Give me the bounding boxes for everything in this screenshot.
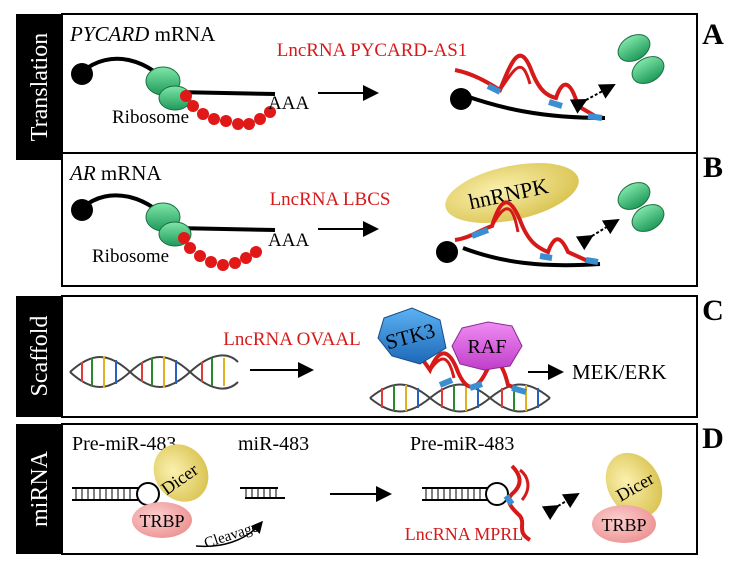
- cap-b2: [436, 241, 458, 263]
- peptide-chain-b: [178, 232, 262, 271]
- interaction-arrow-a: [569, 84, 616, 114]
- side-label-scaffold: Scaffold: [27, 316, 53, 397]
- cap-a: [71, 63, 93, 85]
- side-tab-scaffold: [16, 296, 62, 417]
- mrna-label-b: AR mRNA: [68, 161, 162, 185]
- peptide-chain-a: [180, 90, 276, 130]
- cap-a2: [450, 88, 472, 110]
- ribosome-b: [145, 202, 192, 247]
- dna-helix-c: [69, 354, 239, 390]
- panel-letter-b: B: [703, 151, 723, 184]
- side-label-mirna: miRNA: [27, 450, 53, 527]
- raf-label: RAF: [468, 336, 507, 358]
- dicer-protein-left: Dicer: [153, 444, 209, 502]
- trbp-protein-left: TRBP: [132, 502, 192, 538]
- lncrna-label-d: LncRNA MPRL: [405, 524, 524, 544]
- ribosome-label-b: Ribosome: [92, 246, 169, 267]
- stk3-protein: STK3: [377, 307, 447, 365]
- panel-d: miRNA D Pre-miR-483 miR-483 Pre-miR-483 …: [16, 422, 724, 555]
- mrna-strand-a2: [462, 93, 606, 120]
- ribosome-label-a: Ribosome: [112, 107, 189, 128]
- side-tab-mirna: [16, 424, 62, 554]
- interaction-arrow-d: [541, 492, 580, 521]
- ribosome-free-b: [617, 182, 665, 232]
- mrna-strand-b2: [462, 246, 601, 268]
- lncrna-d: [507, 464, 532, 542]
- dicer-protein-right: Dicer: [605, 452, 663, 518]
- ribosome-free-a: [617, 34, 665, 84]
- panel-letter-c: C: [702, 294, 724, 327]
- side-label-translation: Translation: [27, 33, 53, 141]
- panel-letter-d: D: [702, 422, 724, 455]
- pre-mir-hairpin-left: [72, 482, 160, 506]
- mir-label: miR-483: [238, 433, 309, 455]
- hnrnpk-protein: hnRNPK: [445, 163, 579, 223]
- mir-duplex: [240, 487, 285, 499]
- pre-mir-label-right: Pre-miR-483: [410, 433, 514, 455]
- raf-protein: RAF: [451, 321, 523, 371]
- panel-letter-a: A: [702, 18, 724, 51]
- side-tab-translation: [16, 14, 62, 160]
- cleavage-arrow: [195, 520, 263, 548]
- mrna-label-a: PYCARD mRNA: [69, 22, 216, 46]
- polya-label-b: AAA: [268, 230, 309, 251]
- interaction-arrow-b: [575, 218, 620, 251]
- pre-mir-hairpin-right: [422, 482, 509, 506]
- mek-erk-label: MEK/ERK: [572, 360, 667, 384]
- trbp-protein-right: TRBP: [592, 505, 656, 543]
- panel-a: Translation A PYCARD mRNA Ribosome AAA L…: [16, 13, 724, 161]
- dna-helix-c2: [369, 383, 551, 413]
- trbp-label-right: TRBP: [601, 515, 646, 535]
- panel-b: B AR mRNA Ribosome AAA LncRNA LBCS hnRNP…: [61, 151, 723, 287]
- panel-c-frame: [61, 295, 698, 418]
- polya-label-a: AAA: [268, 93, 309, 114]
- cap-b: [71, 199, 93, 221]
- lncrna-label-a: LncRNA PYCARD-AS1: [277, 40, 468, 61]
- pre-mir-label-left: Pre-miR-483: [72, 433, 176, 455]
- panel-c: Scaffold C LncRNA OVAAL: [16, 294, 724, 418]
- lncrna-label-c: LncRNA OVAAL: [223, 329, 360, 350]
- lncrna-label-b: LncRNA LBCS: [270, 189, 391, 210]
- trbp-label-left: TRBP: [139, 511, 184, 531]
